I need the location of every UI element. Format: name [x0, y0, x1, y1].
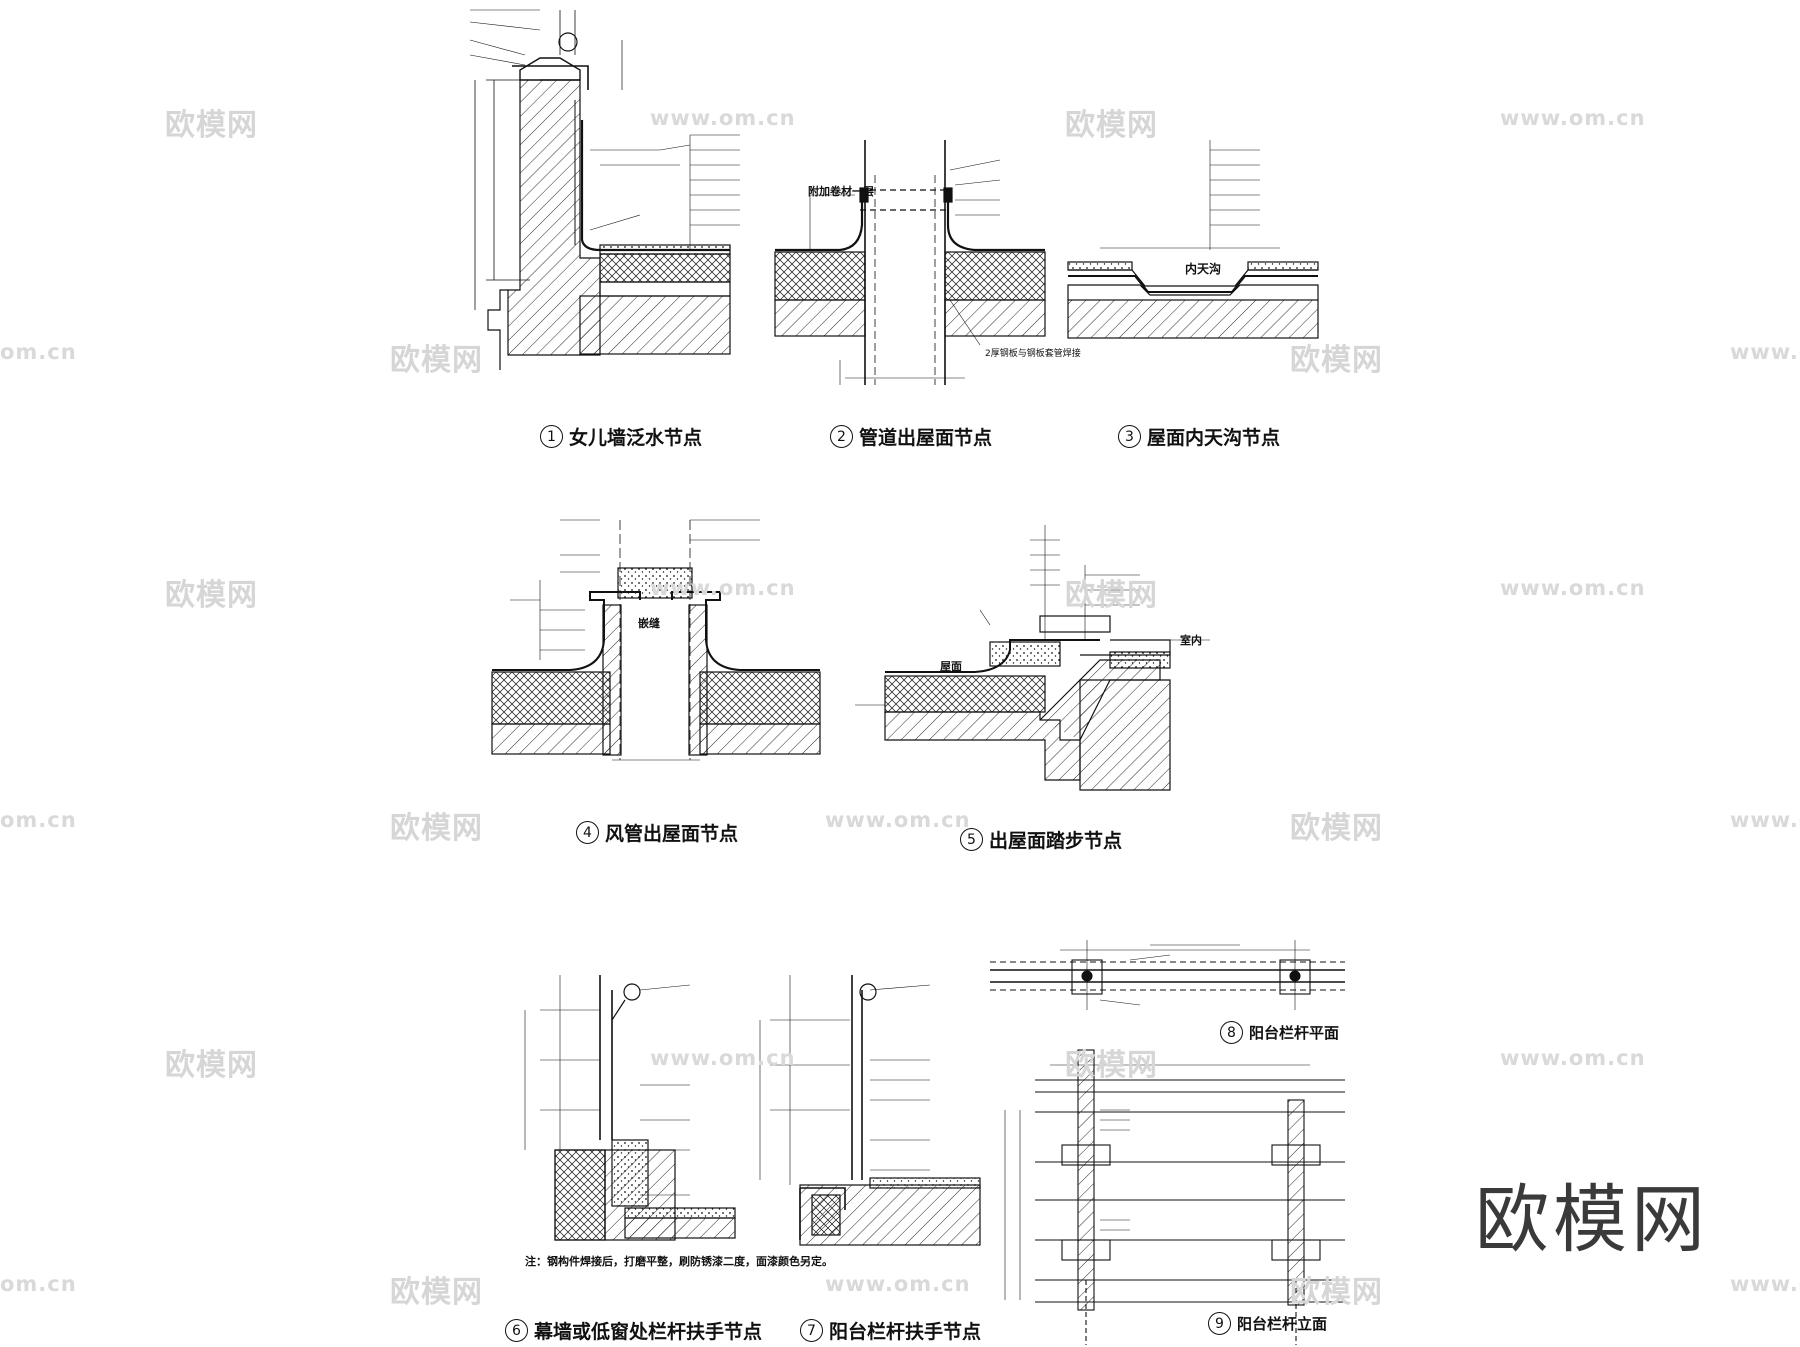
caption-text: 管道出屋面节点	[859, 427, 993, 449]
watermark-site: om.cn	[0, 1272, 77, 1296]
watermark-site: www.om.cn	[825, 808, 971, 832]
watermark-site: www.om.cn	[650, 576, 796, 600]
caption-detail-9: 9 阳台栏杆立面	[1208, 1312, 1327, 1335]
caption-text: 屋面内天沟节点	[1147, 427, 1281, 449]
caption-detail-2: 2 管道出屋面节点	[830, 423, 992, 450]
caption-number: 1	[540, 425, 563, 448]
watermark-site: www.om.cn	[1730, 340, 1800, 364]
watermark-site: www.om.cn	[1730, 1272, 1800, 1296]
caption-text: 阳台栏杆平面	[1249, 1024, 1340, 1042]
watermark-logo: 欧模网	[165, 1048, 258, 1083]
detail-5-step	[855, 525, 1210, 791]
watermark-logo: 欧模网	[165, 108, 258, 143]
detail-1-parapet	[469, 9, 740, 370]
watermark-site: www.om.cn	[1730, 808, 1800, 832]
brand-logo: 欧模网	[1475, 1177, 1709, 1263]
watermark-site: www.om.cn	[650, 106, 796, 130]
watermark-site: www.om.cn	[650, 1046, 796, 1070]
detail-7-balcony	[759, 975, 981, 1246]
detail-6-railing	[524, 975, 736, 1241]
caption-number: 8	[1220, 1021, 1243, 1044]
watermark-logo: 欧模网	[1065, 108, 1158, 143]
drawing-note: 注：钢构件焊接后，打磨平整，刷防锈漆二度，面漆颜色另定。	[525, 1255, 833, 1268]
caption-detail-8: 8 阳台栏杆平面	[1220, 1021, 1339, 1044]
watermark-site: www.om.cn	[825, 1272, 971, 1296]
watermark-logo: 欧模网	[390, 811, 483, 846]
watermark-logo: 欧模网	[165, 578, 258, 613]
caption-detail-7: 7 阳台栏杆扶手节点	[800, 1317, 981, 1344]
detail-8-plan	[990, 940, 1345, 1010]
roof-label: 屋面	[940, 660, 962, 673]
watermark-logo: 欧模网	[390, 343, 483, 378]
watermark-site: www.om.cn	[1500, 576, 1646, 600]
indoor-label: 室内	[1180, 634, 1202, 647]
caption-detail-6: 6 幕墙或低窗处栏杆扶手节点	[505, 1317, 762, 1344]
watermark-logo: 欧模网	[1065, 1048, 1158, 1083]
caption-number: 7	[800, 1319, 823, 1342]
pipe-band-label: 附加卷材一层	[808, 185, 874, 198]
pipe-note-label: 2厚钢板与钢板套管焊接	[985, 349, 1081, 359]
caption-text: 出屋面踏步节点	[989, 830, 1123, 852]
caption-number: 2	[830, 425, 853, 448]
caption-detail-1: 1 女儿墙泛水节点	[540, 423, 702, 450]
watermark-logo: 欧模网	[390, 1275, 483, 1310]
watermark-site: www.om.cn	[1500, 106, 1646, 130]
caption-number: 4	[576, 821, 599, 844]
caption-number: 3	[1118, 425, 1141, 448]
watermark-site: om.cn	[0, 808, 77, 832]
caption-detail-4: 4 风管出屋面节点	[576, 819, 738, 846]
watermark-site: www.om.cn	[1500, 1046, 1646, 1070]
detail-3-gutter	[1067, 140, 1319, 339]
caption-detail-3: 3 屋面内天沟节点	[1118, 423, 1280, 450]
watermark-logo: 欧模网	[1290, 343, 1383, 378]
caption-text: 风管出屋面节点	[605, 823, 739, 845]
detail-4-duct	[491, 519, 821, 761]
caption-number: 9	[1208, 1312, 1231, 1335]
watermark-logo: 欧模网	[1290, 811, 1383, 846]
caption-text: 阳台栏杆扶手节点	[829, 1321, 982, 1343]
watermark-logo: 欧模网	[1290, 1275, 1383, 1310]
watermark-site: om.cn	[0, 340, 77, 364]
detail-2-pipe	[774, 140, 1046, 385]
sealant-label: 嵌缝	[638, 617, 660, 630]
gutter-label: 内天沟	[1185, 262, 1222, 276]
caption-text: 阳台栏杆立面	[1237, 1315, 1328, 1333]
caption-detail-5: 5 出屋面踏步节点	[960, 826, 1122, 853]
caption-number: 6	[505, 1319, 528, 1342]
caption-number: 5	[960, 828, 983, 851]
caption-text: 幕墙或低窗处栏杆扶手节点	[534, 1321, 763, 1343]
watermark-logo: 欧模网	[1065, 578, 1158, 613]
detail-9-elevation	[1004, 1049, 1345, 1345]
caption-text: 女儿墙泛水节点	[569, 427, 703, 449]
